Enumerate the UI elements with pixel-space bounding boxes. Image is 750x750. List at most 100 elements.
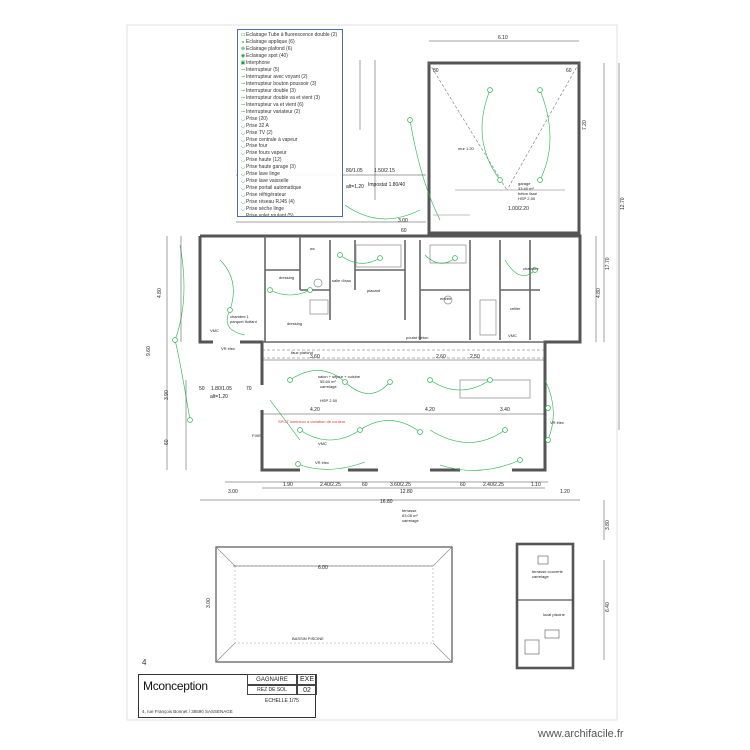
electrical-symbols [172, 87, 551, 467]
electrical-legend: ▭Eclairage Tube à fluorescence double (2… [237, 29, 343, 217]
legend-item-label: Interrupteur double (3) [246, 87, 296, 94]
room-living-floor: carrelage [320, 384, 337, 389]
raised-wall-label: mur 1.20 [458, 146, 475, 151]
page-number: 4 [142, 658, 147, 667]
dim-win-b: 1.50/2.15 [374, 168, 395, 174]
ceiling-light-icon: ⊗ [240, 46, 246, 53]
room-covered-terrace: terrasse couverte [532, 569, 564, 574]
dim-win-g: 50 [199, 386, 205, 392]
vr-label-3: VR élec [550, 420, 564, 425]
socket-icon: ◡ [240, 143, 246, 150]
dim-mid-b: 2.60 [436, 354, 446, 360]
legend-item: ⊸Interrupteur avec voyant (2) [240, 74, 340, 81]
legend-item-label: Interrupteur (5) [246, 67, 280, 74]
legend-item: ◡Prise volet roulant (5) [240, 212, 340, 217]
legend-item-label: Prise haute (12) [246, 157, 282, 164]
electrical-wiring [174, 89, 554, 471]
legend-item: ⊸Interrupteur va et vient (6) [240, 101, 340, 108]
legend-item-label: Prise four [246, 143, 268, 150]
socket-icon: ◡ [240, 115, 246, 122]
socket-icon: ◡ [240, 178, 246, 185]
dim-bottom-b: 2.40/2.25 [320, 482, 341, 488]
dim-right-d: 12.70 [620, 197, 626, 210]
switch-icon: ⊸ [240, 87, 246, 94]
legend-item: ⊸Interrupteur double va et vient (3) [240, 94, 340, 101]
dim-left-d: 60 [164, 439, 170, 445]
dim-mid-f: 3.40 [500, 407, 510, 413]
room-terrace-area: 63.05 m² [402, 513, 418, 518]
facade-openings [213, 340, 512, 472]
plan-code: EXE [297, 674, 317, 685]
legend-item: ⊸Interrupteur double (3) [240, 88, 340, 95]
legend-item-label: Prise TV (2) [246, 129, 273, 136]
dim-bottom-f: 2.40/2.25 [483, 482, 504, 488]
legend-item: ◡Prise portail automatique [240, 185, 340, 192]
socket-icon: ◡ [240, 212, 246, 217]
lintel-note: poutre béton [406, 335, 428, 340]
wall-light-icon: ◒ [241, 39, 245, 46]
dim-left-c: 3.90 [164, 390, 170, 400]
legend-item-label: Interrupteur avec voyant (2) [246, 74, 308, 81]
room-living: salon + séjour + cuisine [318, 374, 361, 379]
legend-item: ◡Prise fours vapeur [240, 150, 340, 157]
socket-icon: ◡ [240, 164, 246, 171]
legend-item: ▣Interphone [240, 60, 340, 67]
dim-win-e: 1.80/1.05 [211, 386, 232, 392]
room-garage-hsp: HSP 2.50 [518, 196, 536, 201]
dimension-lines [166, 40, 620, 660]
legend-item: ▭Eclairage Tube à fluorescence double (2… [240, 32, 340, 39]
client-name: GAGNAIRE [247, 674, 297, 685]
socket-icon: ◡ [240, 122, 246, 129]
dim-total-left: 3.00 [228, 489, 238, 495]
switch-icon: ⊸ [240, 81, 246, 88]
dim-right-b: 17.70 [605, 257, 611, 270]
dim-right-f: 6.40 [605, 602, 611, 612]
switch-icon: ⊸ [240, 101, 246, 108]
room-bedroom1-floor: parquet flottant [230, 319, 258, 324]
dim-garage-door: 1.00/2.20 [508, 206, 529, 212]
switch-icon: ⊸ [240, 94, 246, 101]
dim-bottom-a: 1.90 [283, 482, 293, 488]
legend-item: ◡Prise centrale à vapeur [240, 136, 340, 143]
legend-item: ◡Prise lave linge [240, 171, 340, 178]
tube-light-icon: ▭ [240, 32, 246, 39]
room-garage-area: 33.40 m² [518, 186, 534, 191]
dim-pool-width: 3.00 [206, 598, 212, 608]
switch-icon: ⊸ [240, 67, 246, 74]
vmc-label-2: VMC [318, 441, 327, 446]
legend-item-label: Eclairage spot (40) [246, 53, 288, 60]
brand-name: Mconception [143, 679, 208, 693]
dim-right-c: 4.80 [596, 288, 602, 298]
room-placard: placard [367, 288, 380, 293]
legend-item: ⊸Interrupteur variateur (2) [240, 108, 340, 115]
switch-icon: ⊸ [240, 108, 246, 115]
plan-number: 02 [297, 685, 317, 695]
legend-item: ◡Prise sèche linge [240, 205, 340, 212]
switch-icon: ⊸ [240, 74, 246, 81]
address: 4, rue François Bonnet / 38590 SASSENAGE [142, 709, 233, 714]
legend-item-label: Interrupteur variateur (2) [246, 108, 301, 115]
dim-mid-a: 3.60 [310, 354, 320, 360]
dim-bottom-h: 1.20 [560, 489, 570, 495]
legend-item-label: Prise lave vaisselle [246, 178, 289, 185]
legend-item: ⊗Eclairage plafond (6) [240, 46, 340, 53]
socket-icon: ◡ [240, 136, 246, 143]
room-terrace: terrasse [402, 508, 417, 513]
socket-icon: ◡ [240, 198, 246, 205]
fixe-label: FIXE [252, 433, 261, 438]
dim-total-right: 12.80 [400, 489, 413, 495]
watermark: www.archifacile.fr [538, 728, 624, 740]
legend-item-label: Prise volet roulant (5) [246, 212, 294, 217]
vr-label-1: VR élec [221, 346, 235, 351]
legend-item: ◡Prise haute garage (3) [240, 164, 340, 171]
dim-win-f: alt=1.20 [210, 394, 228, 400]
dim-left-a: 4.80 [157, 288, 163, 298]
socket-icon: ◡ [240, 205, 246, 212]
dim-win-h: 70 [246, 386, 252, 392]
room-cellier: cellier [510, 306, 521, 311]
dim-mid-d: 4.20 [310, 407, 320, 413]
legend-item: ◡Prise 32 A [240, 122, 340, 129]
room-living-area: 55.60 m² [320, 379, 336, 384]
legend-item-label: Interphone [246, 60, 270, 67]
legend-item-label: Prise sèche linge [246, 205, 285, 212]
